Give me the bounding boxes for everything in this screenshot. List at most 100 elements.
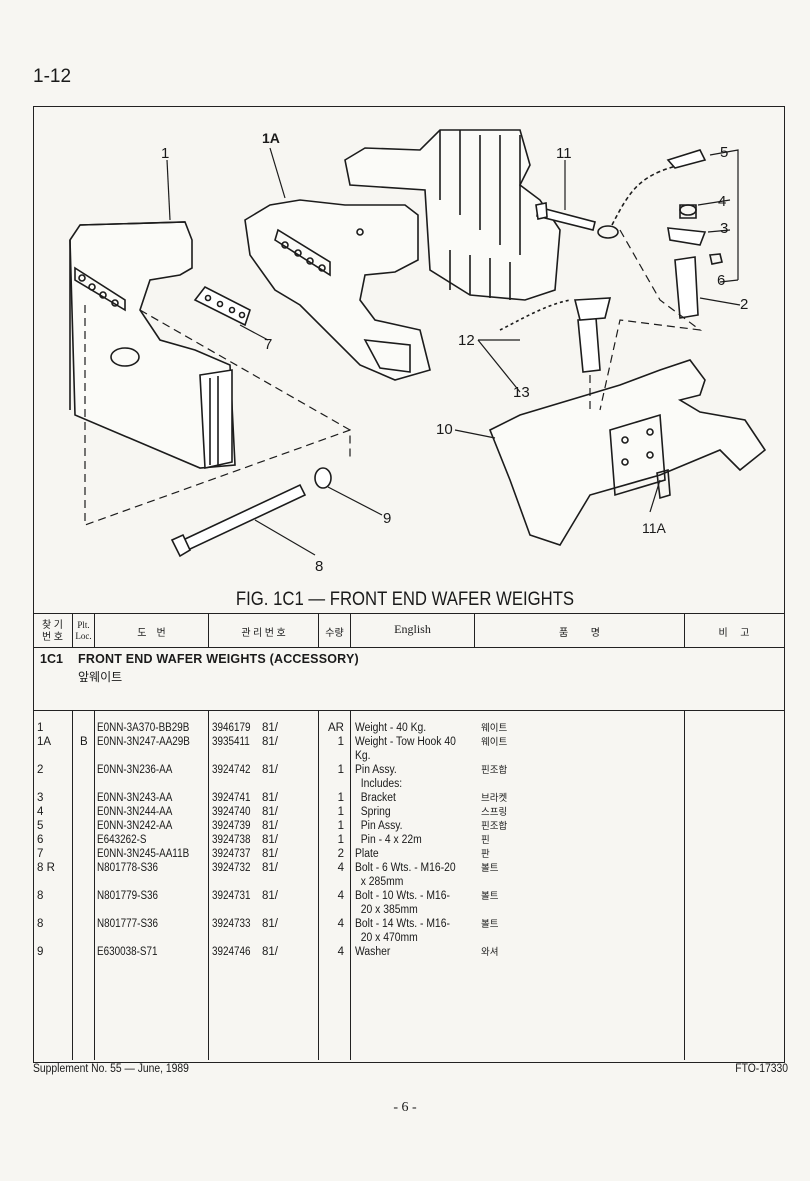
- cell-yr: 81/: [262, 722, 278, 734]
- cell-desc: 20 x 385mm: [355, 904, 418, 916]
- cell-part: N801779-S36: [97, 890, 159, 902]
- col-divider: [684, 613, 685, 647]
- cell-desc: Pin - 4 x 22m: [355, 834, 422, 846]
- page-number: 1-12: [33, 66, 72, 87]
- cell-mgmt: 3924740: [212, 806, 251, 818]
- cell-mgmt: 3924738: [212, 834, 251, 846]
- cell-desc: Spring: [355, 806, 391, 818]
- cell-key: 9: [37, 946, 44, 958]
- cell-part: E0NN-3N243-AA: [97, 792, 173, 804]
- bolt-drawing: [170, 467, 332, 558]
- section-korean-title: 앞웨이트: [78, 670, 123, 684]
- cell-qty: 4: [337, 862, 344, 874]
- header-qty: 수량: [325, 628, 344, 639]
- figure-caption: FIG. 1C1 — FRONT END WAFER WEIGHTS: [235, 589, 575, 610]
- cell-mgmt: 3924737: [212, 848, 251, 860]
- cell-qty: 1: [337, 792, 344, 804]
- weight-tow-hook-drawing: [244, 199, 431, 381]
- cell-yr: 81/: [262, 736, 278, 748]
- header-key: 찾 기 번 호: [42, 620, 63, 643]
- col-divider: [72, 710, 73, 1060]
- callout-2: 2: [740, 296, 749, 313]
- cell-desc: Plate: [355, 848, 379, 860]
- cell-key: 5: [37, 820, 44, 832]
- cell-kr: 판: [481, 849, 490, 860]
- cell-mgmt: 3946179: [212, 722, 251, 734]
- col-divider: [94, 710, 95, 1060]
- supplement-note: Supplement No. 55 — June, 1989: [33, 1063, 189, 1075]
- cell-yr: 81/: [262, 792, 278, 804]
- cell-key: 1A: [37, 736, 52, 748]
- cell-desc: Pin Assy.: [355, 820, 403, 832]
- header-part-number: 도 번: [137, 628, 166, 639]
- cell-desc: Bolt - 6 Wts. - M16-20: [355, 862, 456, 874]
- callout-7: 7: [264, 336, 273, 353]
- cell-key: 8: [37, 890, 44, 902]
- cell-part: E630038-S71: [97, 946, 158, 958]
- header-loc: Plt. Loc.: [75, 620, 92, 641]
- col-divider: [474, 613, 475, 647]
- cell-qty: 1: [337, 764, 344, 776]
- cell-part: E0NN-3N245-AA11B: [97, 848, 190, 860]
- cell-desc: Weight - Tow Hook 40: [355, 736, 456, 748]
- cell-yr: 81/: [262, 764, 278, 776]
- cell-part: E643262-S: [97, 834, 147, 846]
- cell-desc: Weight - 40 Kg.: [355, 722, 427, 734]
- cell-kr: 볼트: [481, 891, 499, 902]
- weight-40kg-drawing: [69, 221, 236, 469]
- section-bottom-rule: [33, 710, 784, 711]
- cell-part: E0NN-3N236-AA: [97, 764, 173, 776]
- callout-4: 4: [718, 193, 727, 210]
- table-top-rule: [33, 613, 784, 614]
- cell-qty: 1: [337, 834, 344, 846]
- pin-assembly-drawing: [535, 149, 723, 319]
- cell-kr: 볼트: [481, 919, 499, 930]
- col-divider: [94, 613, 95, 647]
- callout-13: 13: [513, 384, 530, 401]
- col-divider: [318, 613, 319, 647]
- bracket-drawing: [488, 359, 767, 546]
- cell-key: 2: [37, 764, 44, 776]
- cell-qty: 4: [337, 890, 344, 902]
- document-code: FTO-17330: [735, 1063, 788, 1075]
- cell-desc: Bolt - 14 Wts. - M16-: [355, 918, 450, 930]
- callout-12: 12: [458, 332, 475, 349]
- cell-mgmt: 3935411: [212, 736, 250, 748]
- header-english: English: [394, 622, 431, 636]
- header-mgmt-number: 관 리 번 호: [241, 628, 286, 639]
- cell-part: N801778-S36: [97, 862, 159, 874]
- cell-yr: 81/: [262, 946, 278, 958]
- cell-part: E0NN-3A370-BB29B: [97, 722, 190, 734]
- cell-kr: 스프링: [481, 807, 508, 818]
- cell-desc: 20 x 470mm: [355, 932, 418, 944]
- col-divider: [684, 710, 685, 1060]
- cell-desc: Washer: [355, 946, 391, 958]
- cell-part: E0NN-3N247-AA29B: [97, 736, 190, 748]
- cell-mgmt: 3924742: [212, 764, 251, 776]
- cell-desc: Pin Assy.: [355, 764, 397, 776]
- cell-key: 3: [37, 792, 44, 804]
- cell-kr: 핀조합: [481, 765, 508, 776]
- cell-qty: 1: [337, 820, 344, 832]
- cell-mgmt: 3924733: [212, 918, 251, 930]
- page-frame: [33, 106, 785, 1063]
- cell-qty: AR: [328, 722, 344, 734]
- cell-desc: x 285mm: [355, 876, 404, 888]
- col-divider: [208, 710, 209, 1060]
- cell-mgmt: 3924732: [212, 862, 251, 874]
- cell-desc: Bracket: [355, 792, 396, 804]
- cell-key: 8 R: [37, 862, 55, 874]
- callout-11a: 11A: [642, 520, 666, 536]
- cell-key: 6: [37, 834, 44, 846]
- callout-1a: 1A: [262, 130, 280, 146]
- cell-qty: 1: [337, 806, 344, 818]
- cell-desc: Kg.: [355, 750, 371, 762]
- cell-key: 1: [37, 722, 44, 734]
- header-remarks: 비 고: [718, 628, 750, 639]
- plate-drawing: [193, 285, 251, 327]
- lock-pin-drawing: [499, 297, 612, 373]
- cell-kr: 핀조합: [481, 821, 508, 832]
- cell-part: N801777-S36: [97, 918, 159, 930]
- callout-1: 1: [161, 145, 170, 162]
- cell-yr: 81/: [262, 820, 278, 832]
